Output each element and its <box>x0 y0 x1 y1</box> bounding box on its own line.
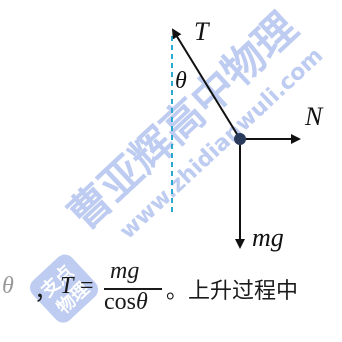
tension-label: T <box>194 17 210 46</box>
formula-numerator: mg <box>110 258 140 284</box>
formula-equals: = <box>80 273 94 299</box>
body-dot <box>234 133 246 145</box>
formula-denominator-theta: θ <box>136 289 148 315</box>
tension-arrow <box>171 28 241 140</box>
formula-denominator: cosθ <box>104 289 148 316</box>
angle-label: θ <box>175 68 187 94</box>
formula-tail-text: 。上升过程中 <box>166 279 299 304</box>
weight-label: mg <box>252 223 284 252</box>
watermark-main-text: 曹亚辉高中物理 <box>58 3 306 239</box>
fraction-bar <box>104 288 162 290</box>
normal-force-label: N <box>304 102 324 131</box>
formula-comma: ， <box>34 279 58 305</box>
formula-lead-theta: θ <box>2 273 14 299</box>
formula-lhs: T <box>60 273 74 299</box>
formula-denominator-cos: cos <box>104 289 136 315</box>
